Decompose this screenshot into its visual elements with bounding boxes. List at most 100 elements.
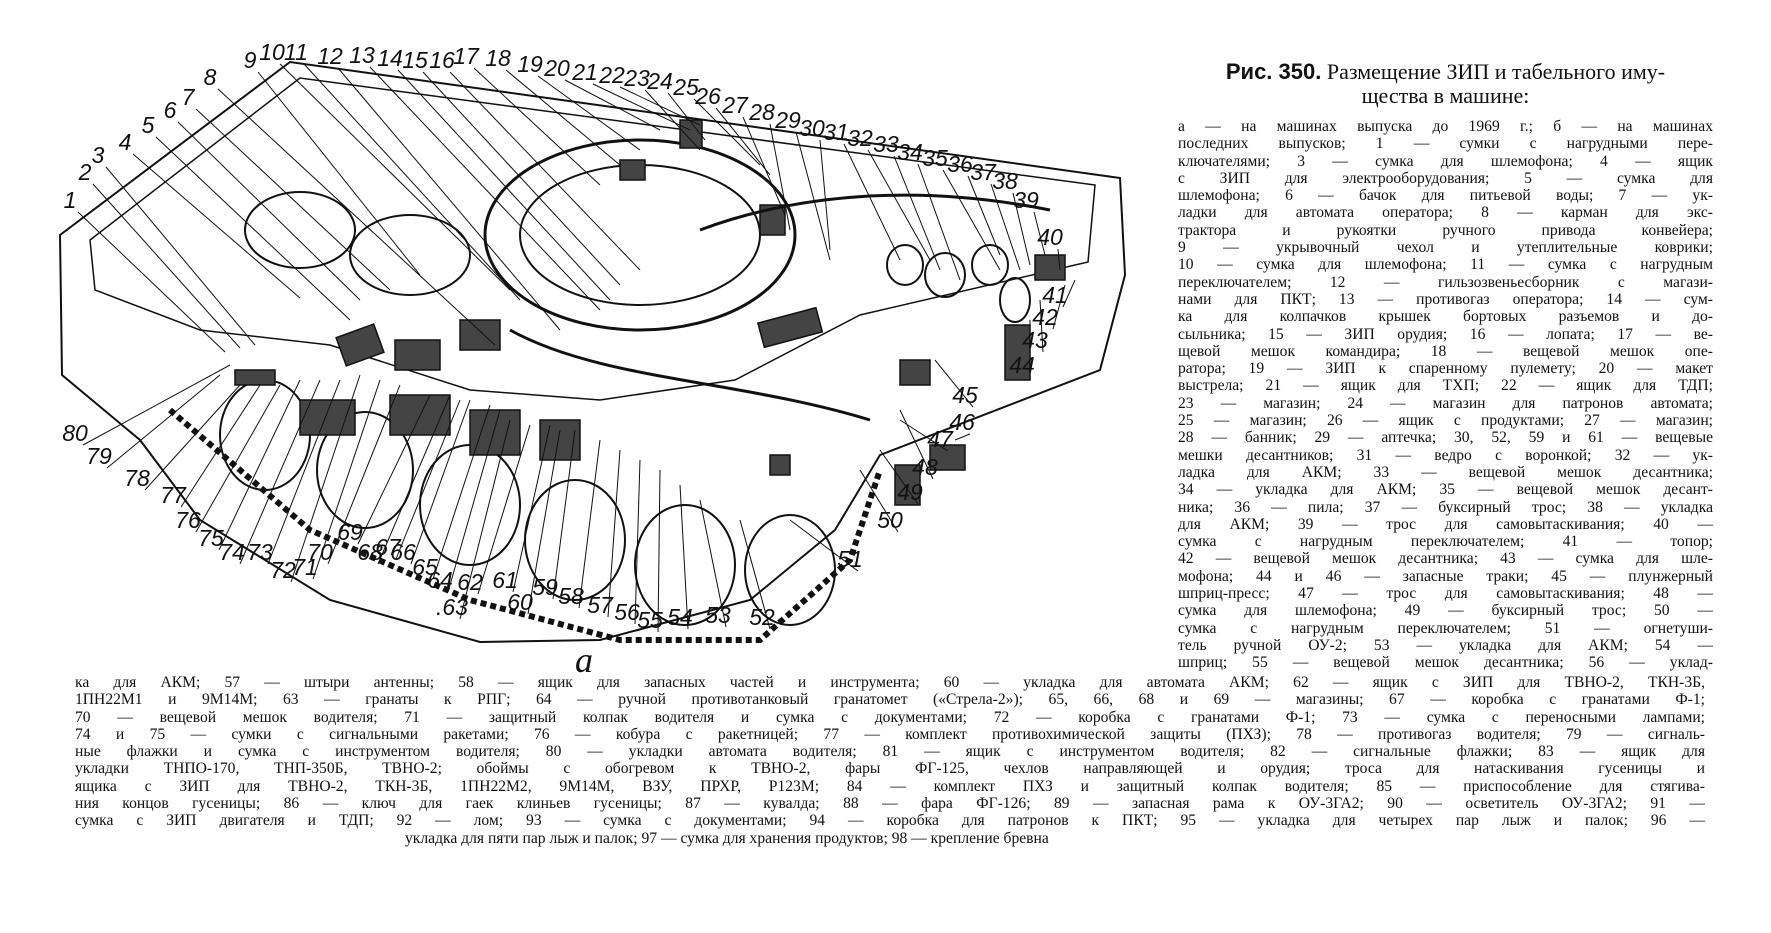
leader-line [1033, 211, 1046, 256]
caption-line: ратора; 19 — ЗИП к спаренному пулемету; … [1178, 360, 1713, 378]
leader-line [92, 183, 241, 349]
stowage-boxes [234, 119, 1066, 506]
leader-line [267, 379, 341, 565]
turret-inner [519, 164, 761, 306]
leader-line [879, 449, 919, 505]
figure-caption: Рис. 350. Размещение ЗИП и табельного им… [1178, 60, 1713, 672]
callout-number: 22 [598, 62, 625, 88]
leader-line [395, 399, 461, 560]
caption-line: для АКМ; 39 — трос для самовытаскивания;… [1178, 515, 1713, 533]
callout-number: .63 [436, 594, 468, 620]
callout-number: 25 [672, 74, 699, 100]
leader-line [769, 123, 791, 231]
callout-number: 27 [721, 92, 749, 118]
callout-number: 36 [947, 151, 973, 177]
leader-line [217, 88, 496, 346]
callout-number: 14 [377, 45, 403, 71]
callout-number: 1 [64, 187, 77, 213]
callout-number: 77 [160, 482, 187, 508]
leader-line [1052, 284, 1066, 330]
callout-number: 60 [507, 589, 533, 615]
legend-line: ящика с ЗИП для ТВНО-2, ТКН-3Б, 1ПН22М2,… [75, 777, 1705, 795]
leader-line [934, 359, 974, 408]
caption-line: 42 — вещевой мешок десантника; 43 — сумк… [1178, 550, 1713, 568]
caption-line: ника; 36 — пила; 37 — буксирный трос; 38… [1178, 498, 1713, 516]
leader-line [537, 75, 641, 151]
callout-number: 50 [877, 507, 903, 533]
leader-line [369, 66, 601, 311]
leader-line [657, 469, 661, 633]
leader-line [290, 374, 361, 583]
leader-line [667, 92, 706, 141]
callout-number: 76 [175, 507, 201, 533]
leader-line [279, 63, 511, 291]
caption-line: выстрела; 21 — ящик для ТХП; 22 — ящик д… [1178, 377, 1713, 395]
leader-line [106, 374, 221, 469]
callout-number: 31 [823, 119, 849, 145]
callout-number: 17 [453, 43, 480, 69]
caption-line: шприц; 55 — вещевой мешок десантника; 56… [1178, 654, 1713, 672]
legend-line: ные флажки и сумка с инструментом водите… [75, 743, 1705, 761]
callout-number: 39 [1013, 187, 1039, 213]
hull-drawing [58, 60, 1127, 644]
leader-line [693, 98, 761, 166]
leader-line [867, 149, 931, 261]
callout-number: 18 [485, 45, 511, 71]
caption-line: мофона; 44 и 46 — запасные траки; 45 — п… [1178, 567, 1713, 585]
callout-number: 74 [219, 539, 245, 565]
callout-number: 28 [748, 99, 775, 125]
rope [509, 328, 871, 422]
leader-line [327, 384, 401, 565]
caption-line: сыльника; 15 — ЗИП орудия; 16 — лопата; … [1178, 325, 1713, 343]
leader-line [82, 364, 231, 446]
caption-line: шлемофона; 6 — бачок для питьевой воды; … [1178, 187, 1713, 205]
leader-line [77, 211, 226, 353]
callout-number: 23 [623, 65, 650, 91]
leader-line [312, 379, 381, 580]
leader-line [459, 419, 511, 620]
leader-line [859, 469, 899, 533]
callout-number: 6 [164, 97, 177, 123]
leader-line [715, 107, 771, 176]
callout-number: 24 [646, 68, 673, 94]
callout-number: 37 [970, 159, 997, 185]
caption-line: шприц-пресс; 47 — трос для самовытаскива… [1178, 585, 1713, 603]
leader-line [679, 484, 689, 630]
leader-line [739, 519, 771, 630]
legend-line: ния концов гусеницы; 86 — ключ для гаек … [75, 795, 1705, 813]
leader-line [410, 399, 471, 565]
callout-number: 48 [912, 454, 938, 480]
callout-number: 10 [259, 39, 285, 65]
legend-line: 1ПН22М1 и 9М14М; 63 — гранаты к РПГ; 64 … [75, 691, 1705, 709]
callout-number: 80 [62, 420, 88, 446]
leader-line [564, 79, 661, 131]
caption-line: 34 — укладка для АКМ; 35 — вещевой мешок… [1178, 481, 1713, 499]
legend-line: ка для АКМ; 57 — штыри антенны; 58 — ящи… [75, 674, 1705, 691]
callout-number: 79 [86, 443, 112, 469]
figure-sublabel: а [575, 640, 593, 680]
callout-number: 4 [119, 129, 132, 155]
callout-number: 70 [307, 539, 333, 565]
caption-line: тель ручной ОУ-2; 53 — укладка для АКМ; … [1178, 636, 1713, 654]
callout-number: 54 [667, 604, 693, 630]
leader-line [527, 429, 561, 615]
legend-line: укладка для пяти пар лыж и палок; 97 — с… [405, 829, 1049, 847]
callout-number: 33 [873, 131, 899, 157]
callout-number: 56 [614, 599, 640, 625]
caption-title-line1: Размещение ЗИП и табельного иму- [1326, 59, 1666, 84]
leader-line [155, 136, 351, 321]
caption-line: щевой мешок командира; 18 — вещевой мешо… [1178, 342, 1713, 360]
leader-line [967, 175, 1001, 256]
leader-line [917, 163, 961, 281]
callout-number: 9 [244, 47, 257, 73]
callout-number: 42 [1032, 304, 1058, 330]
leader-line [607, 449, 621, 618]
callout-number: 73 [247, 539, 273, 565]
hatch-right [349, 214, 471, 296]
callout-number: 40 [1037, 224, 1063, 250]
leader-line [843, 143, 901, 261]
callout-number: 49 [897, 479, 923, 505]
leader-line [552, 429, 576, 600]
leader-line [1057, 248, 1061, 271]
